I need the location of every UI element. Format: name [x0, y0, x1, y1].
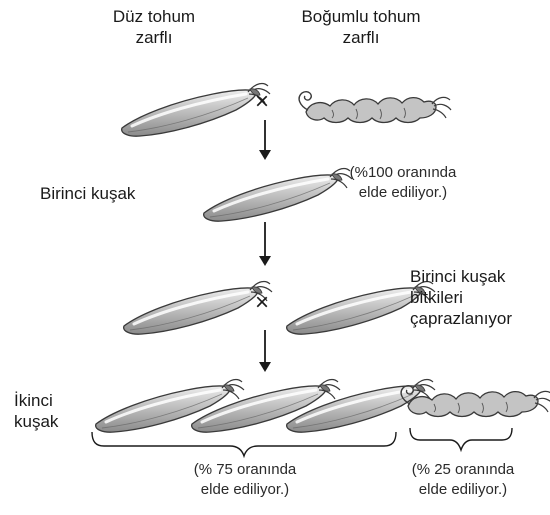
cross-symbol-1: ×: [255, 90, 269, 114]
brace-smooth: [92, 432, 396, 456]
first-generation-label: Birinci kuşak: [40, 183, 135, 204]
ratio-75-note: (% 75 oranında elde ediliyor.): [160, 460, 330, 500]
cross-symbol-2: ×: [255, 291, 269, 315]
smooth-pod-parent: [122, 84, 270, 137]
second-generation-label: İkinci kuşak: [14, 390, 58, 432]
wrinkled-pod-parent: [299, 92, 451, 123]
smooth-header: Düz tohum zarflı: [84, 6, 224, 48]
ratio-25-note: (% 25 oranında elde ediliyor.): [388, 460, 538, 500]
cross-note: Birinci kuşak bitkileri çaprazlanıyor: [410, 266, 512, 329]
arrow-3-head: [259, 362, 271, 372]
brace-wrinkled: [410, 428, 512, 450]
smooth-pod-f1-cross-left: [124, 282, 272, 335]
arrow-2-head: [259, 256, 271, 266]
first-generation-note: (%100 oranında elde ediliyor.): [318, 163, 488, 203]
arrow-1-head: [259, 150, 271, 160]
wrinkled-header: Boğumlu tohum zarflı: [276, 6, 446, 48]
